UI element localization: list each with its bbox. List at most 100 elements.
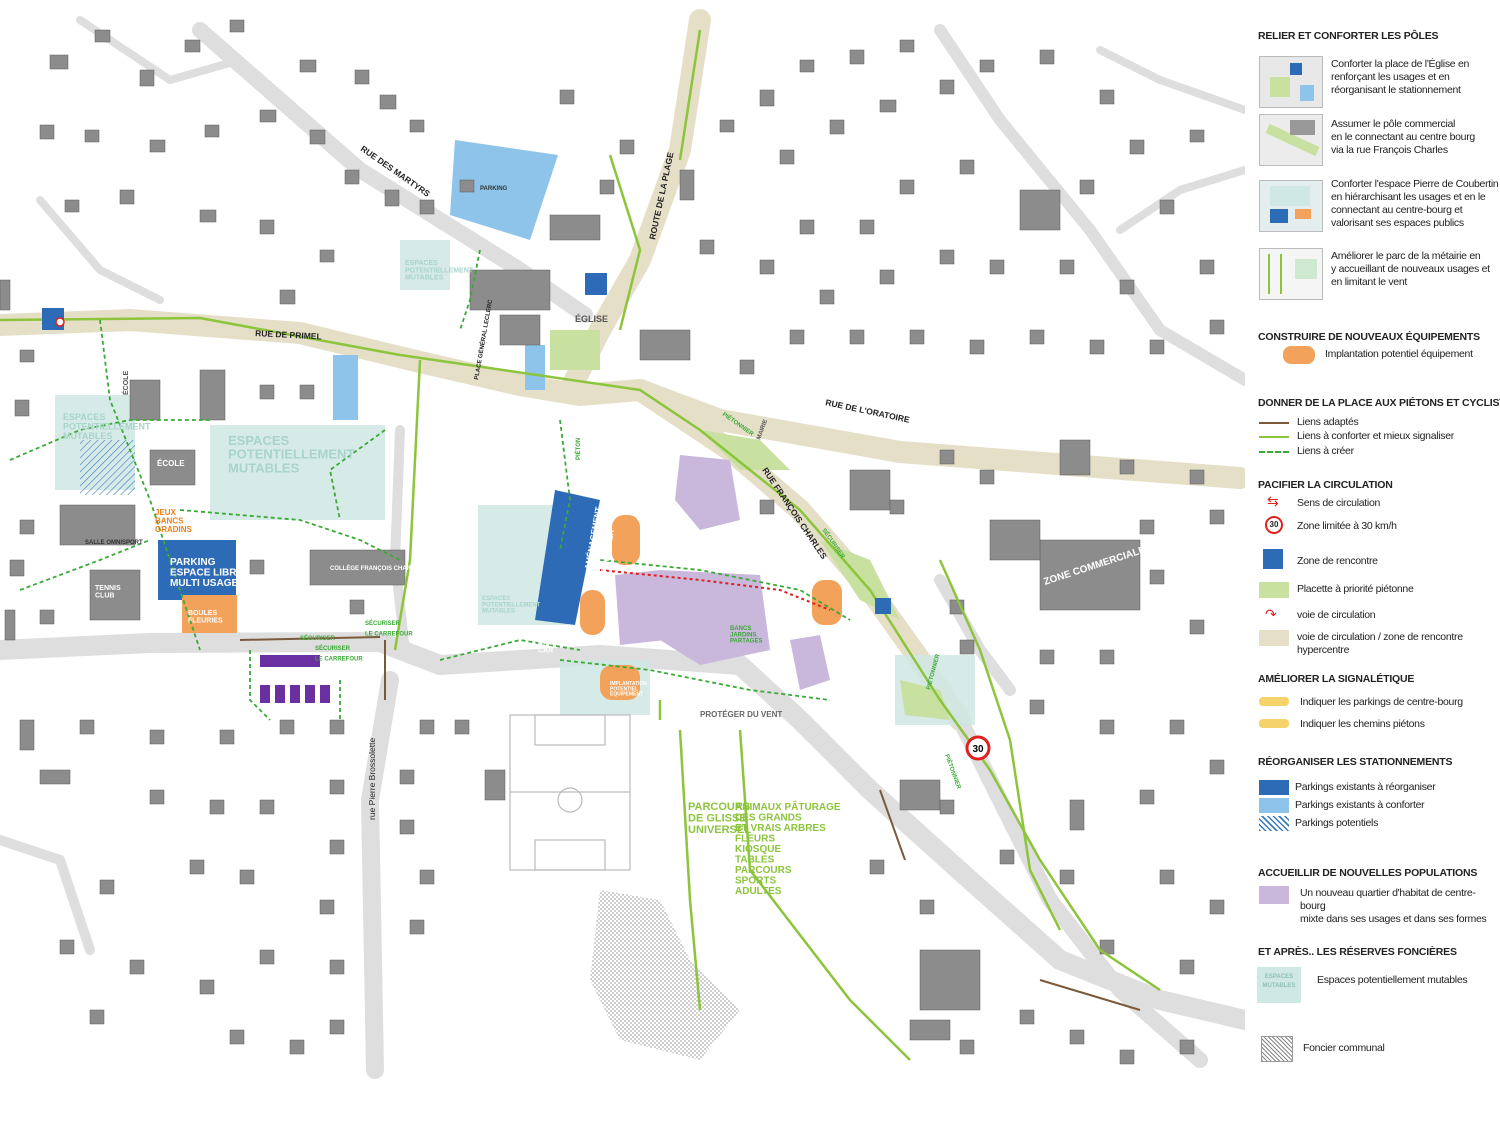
sign-parking-icon [1259, 697, 1289, 706]
legend-item-parking-potentiel: Parkings potentiels [1295, 817, 1379, 829]
label-pieton: PIÉTON [574, 438, 582, 460]
swatch-parking-potentiel [1259, 816, 1289, 831]
legend-item-hypercentre: voie de circulation / zone de rencontre … [1297, 631, 1463, 656]
foncier-communal-zone [590, 890, 740, 1060]
thumb-commercial [1259, 114, 1323, 166]
zone-30-sign [965, 735, 991, 761]
legend-item-voie: voie de circulation [1297, 609, 1376, 621]
parking-multi [158, 540, 236, 600]
legend-title-circulation: PACIFIER LA CIRCULATION [1258, 479, 1393, 491]
legend-item-liens-creer: Liens à créer [1297, 445, 1354, 457]
equipment-zones [580, 515, 842, 700]
legend-item-eglise: Conforter la place de l'Église en renfor… [1331, 58, 1470, 96]
legend-item-coubertin: Conforter l'espace Pierre de Coubertin e… [1331, 178, 1499, 229]
swatch-equipement [1283, 346, 1315, 364]
swatch-housing [1259, 886, 1289, 904]
legend-item-parking-reorg: Parkings existants à réorganiser [1295, 781, 1436, 793]
parking-areas [158, 140, 600, 633]
traffic-lane [599, 569, 831, 611]
pedestrian-links-create [9, 249, 851, 721]
parking-top [450, 140, 558, 240]
legend-item-zone30: Zone limitée à 30 km/h [1297, 520, 1397, 532]
swatch-liens-creer [1259, 451, 1289, 453]
label-parking-top: PARKING [480, 186, 508, 192]
arrow-both-icon: ⇆ [1267, 493, 1279, 509]
label-pietonnier-3: PIÉTONNIER [943, 753, 963, 791]
legend-item-sign-path: Indiquer les chemins piétons [1300, 718, 1425, 730]
legend-item-commercial: Assumer le pôle commercial en le connect… [1331, 118, 1475, 156]
zone30-icon: 30 [1265, 516, 1283, 534]
legend-item-sens: Sens de circulation [1297, 497, 1381, 509]
football-field [509, 714, 631, 871]
thumb-coubertin [1259, 180, 1323, 232]
legend-title-signaletique: AMÉLIORER LA SIGNALÉTIQUE [1258, 673, 1415, 685]
swatch-placette [1259, 582, 1289, 598]
legend-title-poles: RELIER ET CONFORTER LES PÔLES [1258, 30, 1439, 42]
boules-area [182, 595, 237, 633]
thumb-eglise [1259, 56, 1323, 108]
swatch-parking-reorg [1259, 780, 1289, 795]
parking-paysager [535, 490, 600, 625]
meeting-zone-signs [42, 273, 891, 614]
legend-item-placette: Placette à priorité piétonne [1297, 583, 1414, 595]
pedestrian-links-conforter [0, 29, 1161, 1061]
buildings [0, 19, 1225, 1065]
potential-parking-hatch [80, 440, 135, 495]
pedestrian-links-adapted [239, 636, 1141, 1011]
legend-item-equipement: Implantation potentiel équipement [1325, 348, 1473, 360]
thumb-parc [1259, 248, 1323, 300]
legend-title-stationnements: RÉORGANISER LES STATIONNEMENTS [1258, 756, 1453, 768]
legend-item-liens-adaptes: Liens adaptés [1297, 416, 1359, 428]
legend-item-parc: Améliorer le parc de la métairie en y ac… [1331, 250, 1490, 288]
legend-item-housing: Un nouveau quartier d'habitat de centre-… [1300, 887, 1487, 925]
legend-item-foncier: Foncier communal [1303, 1042, 1385, 1054]
label-rue-de-primel: RUE DE PRIMEL [255, 328, 322, 341]
legend-title-reserves: ET APRÈS.. LES RÉSERVES FONCIÈRES [1258, 946, 1457, 958]
label-ecole-2: ÉCOLE [157, 459, 185, 468]
label-rue-pierre-brossolette: rue Pierre Brossolette [367, 738, 377, 820]
zone-30-label: 30 [972, 744, 984, 755]
swatch-parking-conforter [1259, 798, 1289, 813]
label-proteger-du-vent: PROTÉGER DU VENT [700, 710, 782, 719]
legend-panel: RELIER ET CONFORTER LES PÔLES Conforter … [1245, 0, 1500, 1143]
swatch-liens-conforter [1259, 436, 1289, 438]
label-salle-omnisport: SALLE OMNISPORT [85, 540, 143, 546]
swatch-liens-adaptes [1259, 422, 1289, 424]
legend-item-liens-conforter: Liens à conforter et mieux signaliser [1297, 430, 1454, 442]
urban-plan-map: 30 RUE DES MARTYRS ROUTE DE LA PLAGE RUE… [0, 9, 1245, 1079]
legend-item-sign-parking: Indiquer les parkings de centre-bourg [1300, 696, 1463, 708]
label-eglise: ÉGLISE [575, 314, 608, 324]
swatch-foncier [1261, 1036, 1293, 1062]
meeting-zone-icon [1263, 549, 1283, 569]
sign-path-icon [1259, 719, 1289, 728]
label-securiser-4: SÉCURISER [300, 634, 336, 642]
legend-item-rencontre: Zone de rencontre [1297, 555, 1378, 567]
label-ecole-1: ÉCOLE [121, 371, 130, 395]
legend-title-populations: ACCUEILLIR DE NOUVELLES POPULATIONS [1258, 867, 1478, 879]
legend-title-equipements: CONSTRUIRE DE NOUVEAUX ÉQUIPEMENTS [1258, 331, 1480, 343]
label-rue-de-l-oratoire: RUE DE L'ORATOIRE [825, 397, 911, 425]
purple-blocks [260, 655, 330, 703]
label-college: COLLÈGE FRANÇOIS CHARLES [330, 564, 423, 572]
legend-title-pietons: DONNER DE LA PLACE AUX PIÉTONS ET CYCLIS… [1258, 397, 1500, 409]
curved-arrow-icon: ↷ [1265, 606, 1277, 622]
swatch-mutable: ESPACES MUTABLES [1257, 967, 1301, 1003]
swatch-hypercentre [1259, 630, 1289, 646]
legend-item-mutable: Espaces potentiellement mutables [1317, 974, 1468, 986]
new-housing-areas [615, 455, 830, 690]
